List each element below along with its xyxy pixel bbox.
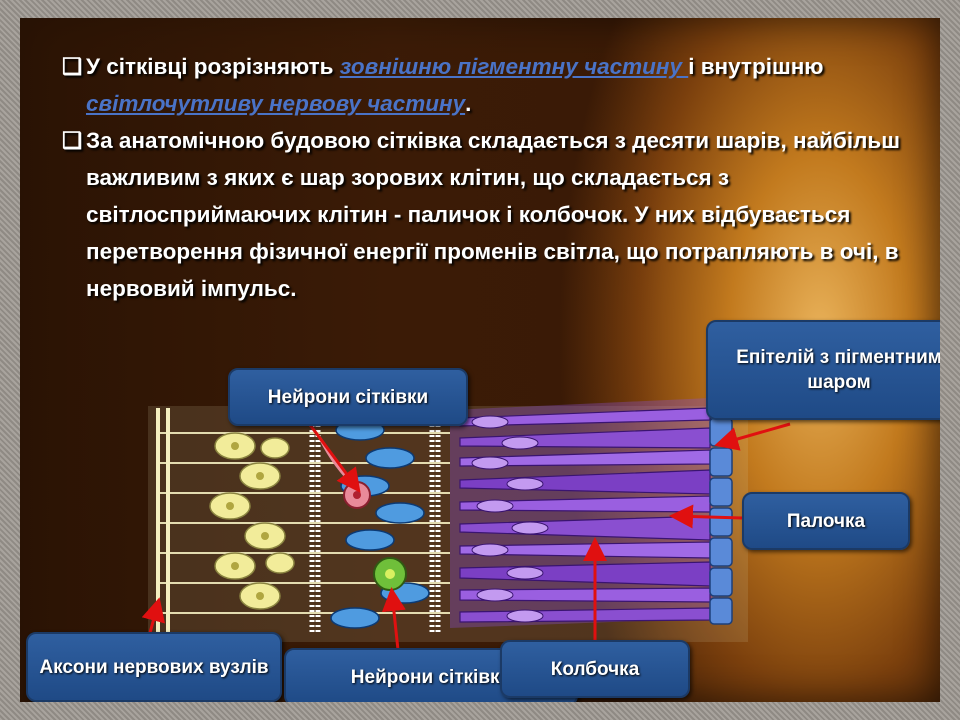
bullet-1: ❑ У сітківці розрізняють зовнішню пігмен… [62,48,932,122]
bullet-1-suffix: . [465,91,472,116]
slide-text: ❑ У сітківці розрізняють зовнішню пігмен… [62,48,932,307]
bullet-1-prefix: У сітківці розрізняють [86,54,340,79]
slide: ❑ У сітківці розрізняють зовнішню пігмен… [20,18,940,702]
pointer-arrows [141,417,791,651]
label-rod: Палочка [742,492,910,550]
bullet-2: ❑ За анатомічною будовою сітківка склада… [62,122,932,307]
link-light-sensitive-part[interactable]: світлочутливу нервову частину [86,91,466,116]
label-neurons-top: Нейрони сітківки [228,368,468,426]
checkbox-bullet-icon: ❑ [62,128,83,153]
synaptic-layer [309,410,441,633]
checkbox-bullet-icon: ❑ [62,54,83,79]
retina-diagram [141,398,791,651]
photoreceptor-cells [459,407,711,623]
bullet-2-text: За анатомічною будовою сітківка складаєт… [86,128,900,301]
bullet-1-mid: і внутрішню [688,54,824,79]
link-outer-pigment-part[interactable]: зовнішню пігментну частину [339,54,689,79]
label-axons: Аксони нервових вузлів [26,632,282,702]
label-cone: Колбочка [500,640,690,698]
pigment-epithelium [709,417,733,625]
axon-lines [156,408,170,634]
label-epithelium: Епітелій з пігментним шаром [706,320,940,420]
